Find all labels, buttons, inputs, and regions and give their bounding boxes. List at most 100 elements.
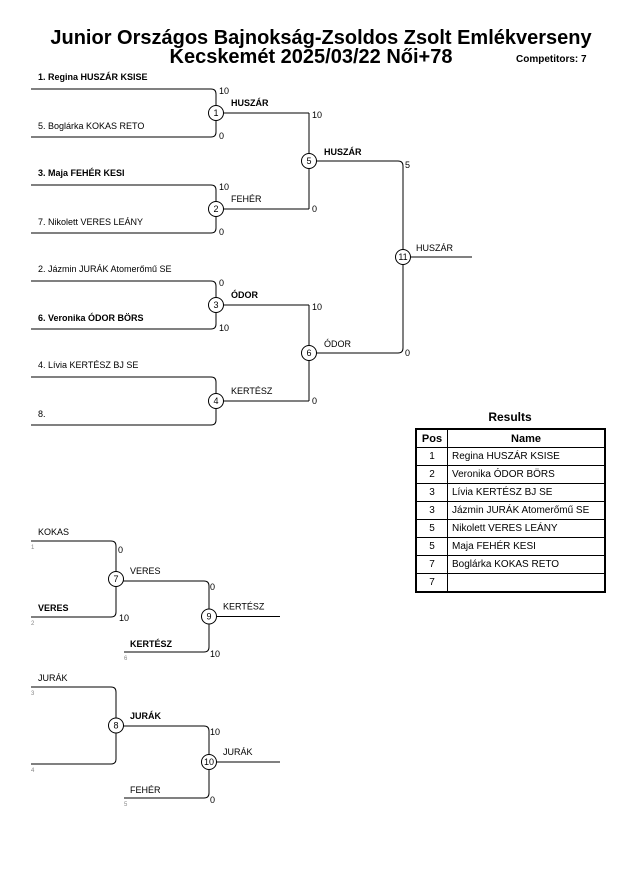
result-name: Regina HUSZÁR KSISE	[447, 447, 606, 466]
pos-header: Pos	[415, 428, 448, 448]
match-number-circle	[208, 393, 224, 409]
result-name: Jázmin JURÁK Atomerőmű SE	[447, 501, 606, 520]
score: 10	[219, 86, 229, 96]
match-number-circle	[208, 201, 224, 217]
match-number: 1	[213, 108, 218, 118]
score: 0	[210, 795, 215, 805]
winner-name: HUSZÁR	[231, 98, 269, 108]
winner-name: JURÁK	[130, 711, 162, 721]
score: 10	[210, 649, 220, 659]
result-name: Boglárka KOKAS RETO	[447, 555, 606, 574]
entrant-label: 7. Nikolett VERES LEÁNY	[38, 217, 143, 227]
seed-number: 4	[31, 768, 35, 774]
repechage-name: VERES	[38, 603, 69, 613]
match-number-circle	[108, 571, 124, 587]
match-number-circle	[201, 754, 217, 770]
match-number: 4	[213, 396, 218, 406]
entrant-label: 2. Jázmin JURÁK Atomerőmű SE	[38, 264, 172, 274]
winner-name: KERTÉSZ	[231, 386, 273, 396]
result-name: Lívia KERTÉSZ BJ SE	[447, 483, 606, 502]
seed-number: 6	[124, 656, 128, 662]
score: 0	[312, 204, 317, 214]
score: 0	[219, 131, 224, 141]
repechage-name: KERTÉSZ	[130, 639, 173, 649]
result-pos: 2	[415, 465, 448, 484]
match-number: 5	[306, 156, 311, 166]
match-number-circle	[108, 717, 124, 734]
result-pos: 3	[415, 501, 448, 520]
result-pos: 7	[415, 573, 448, 593]
competitor-count: Competitors: 7	[516, 54, 587, 65]
match-number-circle	[208, 105, 224, 121]
results-title: Results	[488, 410, 532, 424]
entrant-label: 3. Maja FEHÉR KESI	[38, 168, 125, 178]
match-number: 10	[204, 757, 214, 767]
page-subtitle: Kecskemét 2025/03/22 Női+78	[169, 46, 453, 68]
winner-name: JURÁK	[223, 747, 253, 757]
match-number: 6	[306, 348, 311, 358]
result-name: Maja FEHÉR KESI	[447, 537, 606, 556]
bracket-line	[31, 686, 117, 765]
score: 0	[118, 545, 123, 555]
match-number-circle	[208, 297, 224, 313]
entrant-label: 8.	[38, 409, 46, 419]
winner-name: HUSZÁR	[416, 243, 454, 253]
bracket-line	[309, 347, 404, 354]
entrant-label: 5. Boglárka KOKAS RETO	[38, 121, 144, 131]
entrant-label: 1. Regina HUSZÁR KSISE	[38, 72, 148, 82]
score: 10	[312, 110, 322, 120]
score: 0	[219, 278, 224, 288]
score: 10	[312, 302, 322, 312]
entrant-label: 4. Lívia KERTÉSZ BJ SE	[38, 360, 138, 370]
result-name: Nikolett VERES LEÁNY	[447, 519, 606, 538]
winner-name: ÓDOR	[324, 339, 352, 349]
result-pos: 7	[415, 555, 448, 574]
name-header: Name	[447, 428, 606, 448]
match-number-circle	[395, 249, 411, 265]
results-header-row: Pos Name	[415, 428, 606, 448]
score: 10	[119, 613, 129, 623]
winner-name: VERES	[130, 566, 161, 576]
result-pos: 3	[415, 483, 448, 502]
match-number: 3	[213, 300, 218, 310]
entrant-label: 6. Veronika ÓDOR BÖRS	[38, 312, 144, 323]
winner-name: ÓDOR	[231, 289, 259, 300]
bracket-line	[309, 160, 404, 167]
repechage-name: KOKAS	[38, 527, 69, 537]
repechage-name: JURÁK	[38, 673, 68, 683]
score: 0	[312, 396, 317, 406]
result-name: Veronika ÓDOR BÖRS	[447, 465, 606, 484]
match-number: 11	[398, 252, 407, 262]
results-row: 7	[415, 573, 606, 593]
seed-number: 5	[124, 802, 128, 808]
match-number-circle	[301, 345, 317, 361]
repechage-name: FEHÉR	[130, 785, 161, 795]
score: 0	[405, 348, 410, 358]
match-number-circle	[301, 153, 317, 169]
score: 0	[210, 582, 215, 592]
result-name	[447, 573, 606, 593]
score: 10	[219, 323, 229, 333]
winner-name: HUSZÁR	[324, 147, 362, 157]
match-number: 8	[113, 721, 118, 731]
score: 0	[219, 227, 224, 237]
score: 10	[210, 727, 220, 737]
match-number: 2	[213, 204, 218, 214]
score: 5	[405, 160, 410, 170]
match-number: 9	[206, 612, 211, 622]
winner-name: FEHÉR	[231, 194, 262, 204]
seed-number: 3	[31, 691, 35, 697]
result-pos: 1	[415, 447, 448, 466]
match-number-circle	[201, 608, 217, 625]
page-title: Junior Országos Bajnokság-Zsoldos Zsolt …	[50, 27, 592, 49]
score: 10	[219, 182, 229, 192]
seed-number: 1	[31, 545, 35, 551]
